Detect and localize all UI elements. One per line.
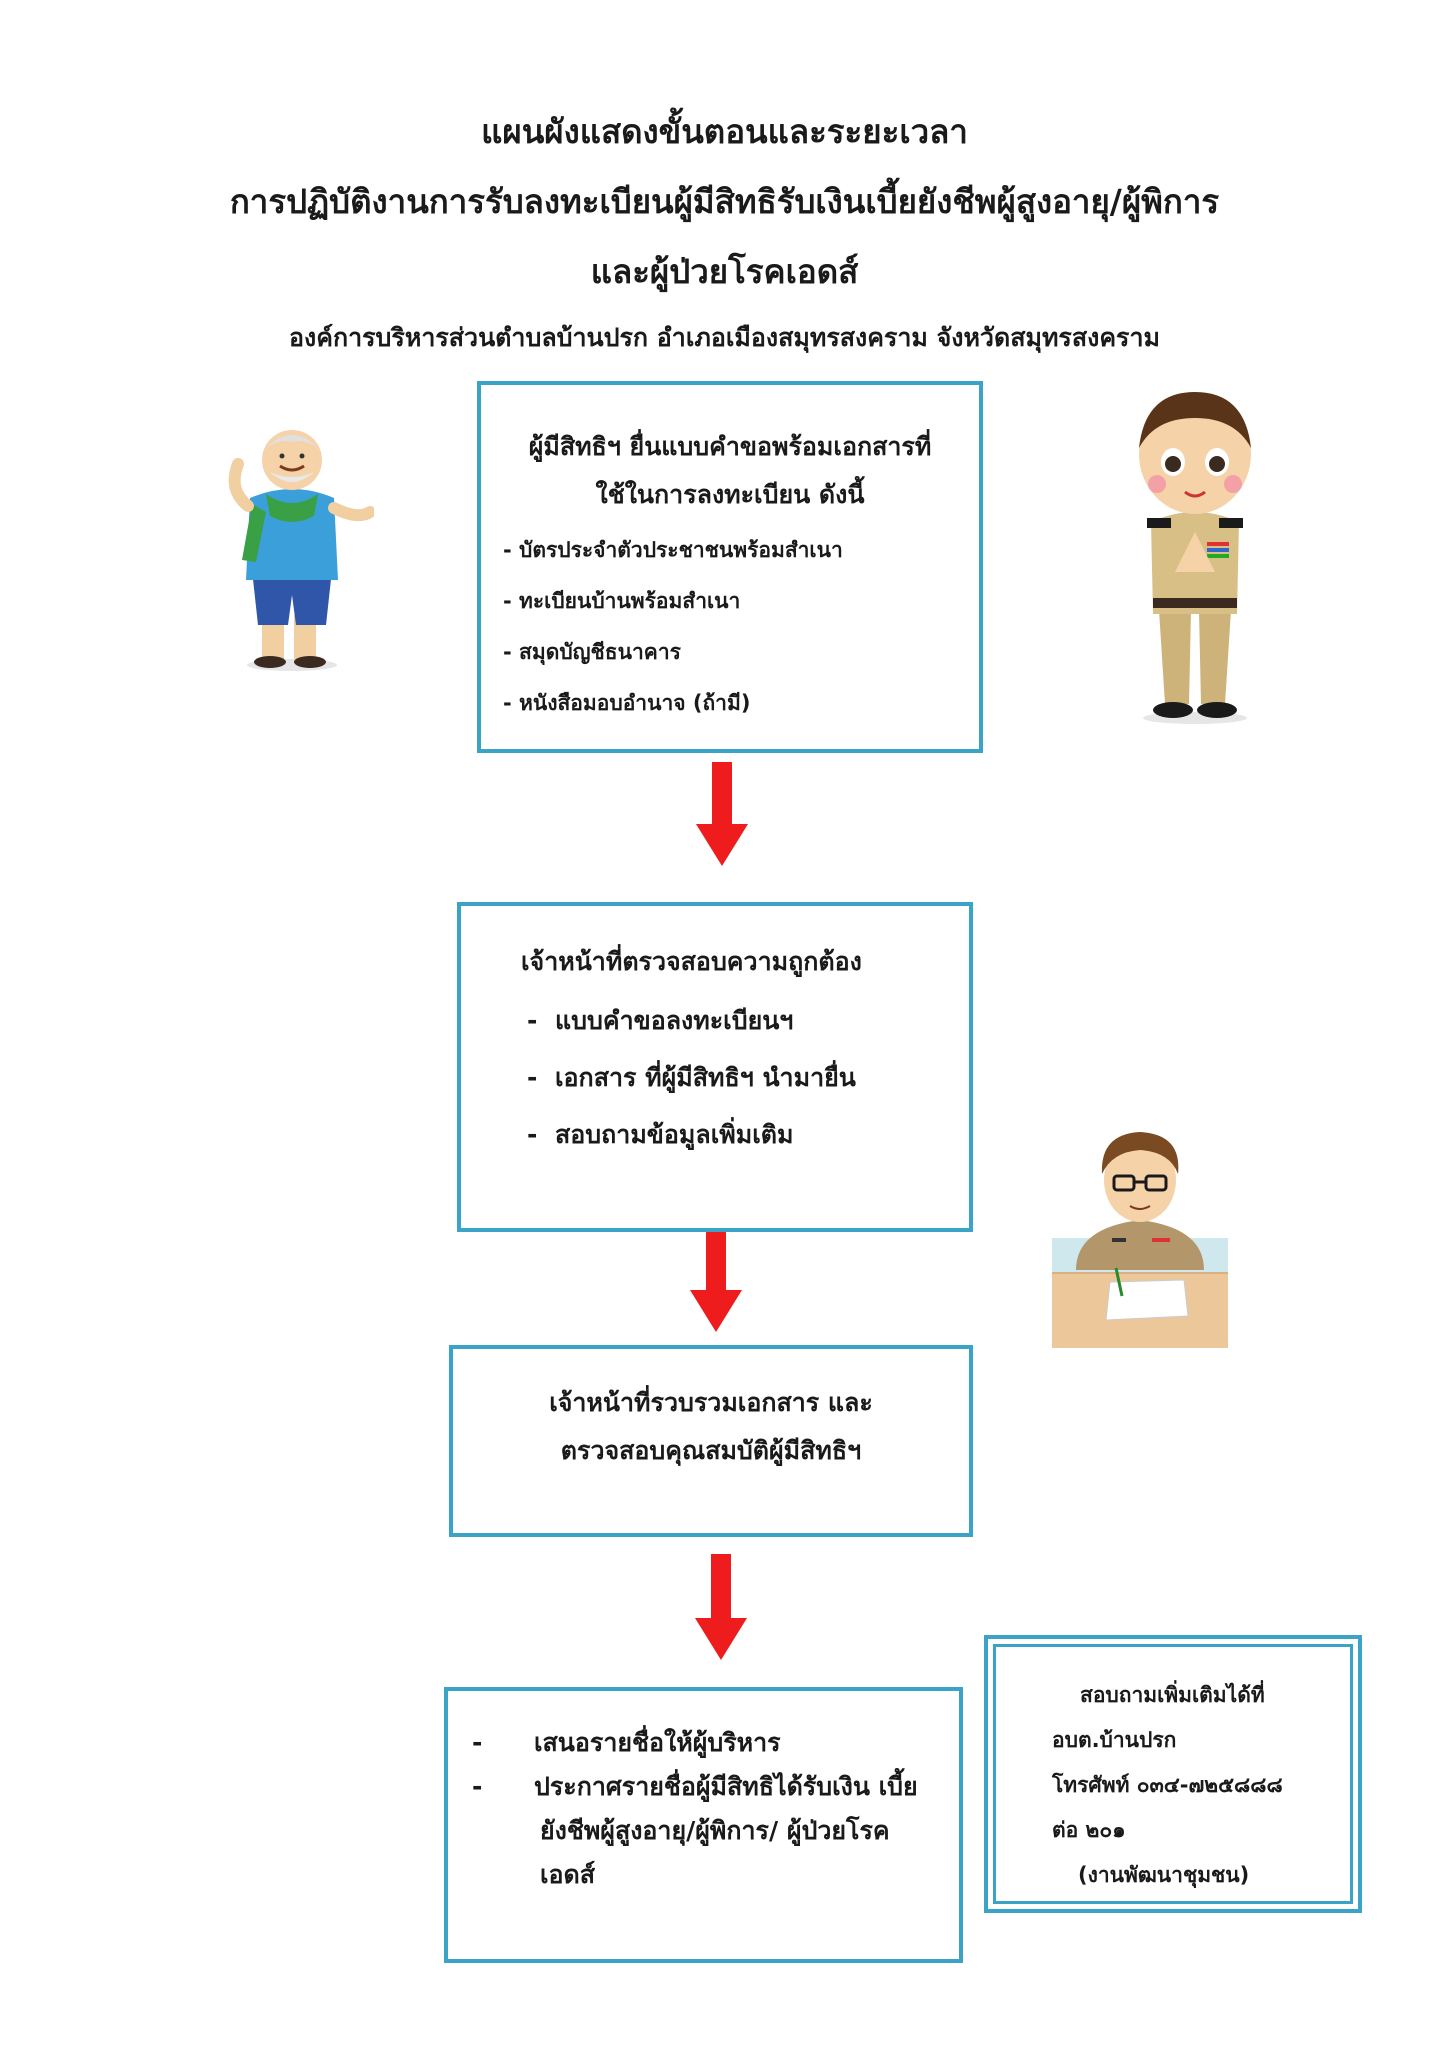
contact-info-box: สอบถามเพิ่มเติมได้ที่ อบต.บ้านปรก โทรศัพ… <box>984 1635 1362 1913</box>
elderly-man-illustration <box>228 430 374 671</box>
step1-list-item: - บัตรประจำตัวประชาชนพร้อมสำเนา <box>503 538 843 562</box>
diagram-title-line3: และผู้ป่วยโรคเอดส์ <box>590 252 859 291</box>
step2-list-item: -เอกสาร ที่ผู้มีสิทธิฯ นำมายื่น <box>527 1063 856 1092</box>
step3-heading-line1: เจ้าหน้าที่รวบรวมเอกสาร และ <box>549 1388 873 1417</box>
step1-heading-line2: ใช้ในการลงทะเบียน ดังนี้ <box>595 480 865 509</box>
contact-org: อบต.บ้านปรก <box>1052 1728 1177 1752</box>
step4-box: -เสนอรายชื่อให้ผู้บริหาร -ประกาศรายชื่อผ… <box>444 1687 963 1963</box>
step4-list-item: -เสนอรายชื่อให้ผู้บริหาร <box>472 1728 781 1757</box>
diagram-title-line2: การปฏิบัติงานการรับลงทะเบียนผู้มีสิทธิรั… <box>229 182 1220 221</box>
organization-subtitle: องค์การบริหารส่วนตำบลบ้านปรก อำเภอเมืองส… <box>289 323 1160 352</box>
step3-box: เจ้าหน้าที่รวบรวมเอกสาร และ ตรวจสอบคุณสม… <box>449 1345 973 1537</box>
contact-phone: โทรศัพท์ ๐๓๔-๗๒๕๘๘๘ <box>1052 1773 1283 1797</box>
contact-unit: (งานพัฒนาชุมชน) <box>1078 1863 1250 1887</box>
step1-box: ผู้มีสิทธิฯ ยื่นแบบคำขอพร้อมเอกสารที่ ใช… <box>477 381 983 753</box>
down-arrow-icon <box>695 1554 747 1660</box>
official-greeting-illustration <box>1139 392 1251 724</box>
step2-heading: เจ้าหน้าที่ตรวจสอบความถูกต้อง <box>521 947 862 976</box>
step1-list-item: - สมุดบัญชีธนาคาร <box>503 640 681 664</box>
officer-at-desk-illustration <box>1052 1132 1228 1348</box>
step2-list-item: -สอบถามข้อมูลเพิ่มเติม <box>527 1120 794 1149</box>
step1-document-list: - บัตรประจำตัวประชาชนพร้อมสำเนา - ทะเบีย… <box>499 525 961 729</box>
step4-action-list: -เสนอรายชื่อให้ผู้บริหาร -ประกาศรายชื่อผ… <box>472 1721 939 1897</box>
down-arrow-icon <box>690 1232 742 1332</box>
step1-list-item: - หนังสือมอบอำนาจ (ถ้ามี) <box>503 691 751 715</box>
step2-check-list: -แบบคำขอลงทะเบียนฯ -เอกสาร ที่ผู้มีสิทธิ… <box>521 992 949 1163</box>
step2-list-item: -แบบคำขอลงทะเบียนฯ <box>527 1006 794 1035</box>
step2-box: เจ้าหน้าที่ตรวจสอบความถูกต้อง -แบบคำขอลง… <box>457 902 973 1232</box>
down-arrow-icon <box>696 762 748 866</box>
step1-list-item: - ทะเบียนบ้านพร้อมสำเนา <box>503 589 741 613</box>
step1-heading-line1: ผู้มีสิทธิฯ ยื่นแบบคำขอพร้อมเอกสารที่ <box>528 432 932 461</box>
contact-title: สอบถามเพิ่มเติมได้ที่ <box>1080 1683 1265 1707</box>
diagram-title-line1: แผนผังแสดงขั้นตอนและระยะเวลา <box>481 112 968 151</box>
step4-list-item: -ประกาศรายชื่อผู้มีสิทธิได้รับเงิน เบี้ย… <box>472 1772 918 1889</box>
step3-heading-line2: ตรวจสอบคุณสมบัติผู้มีสิทธิฯ <box>560 1436 862 1465</box>
contact-ext: ต่อ ๒๐๑ <box>1052 1818 1126 1842</box>
